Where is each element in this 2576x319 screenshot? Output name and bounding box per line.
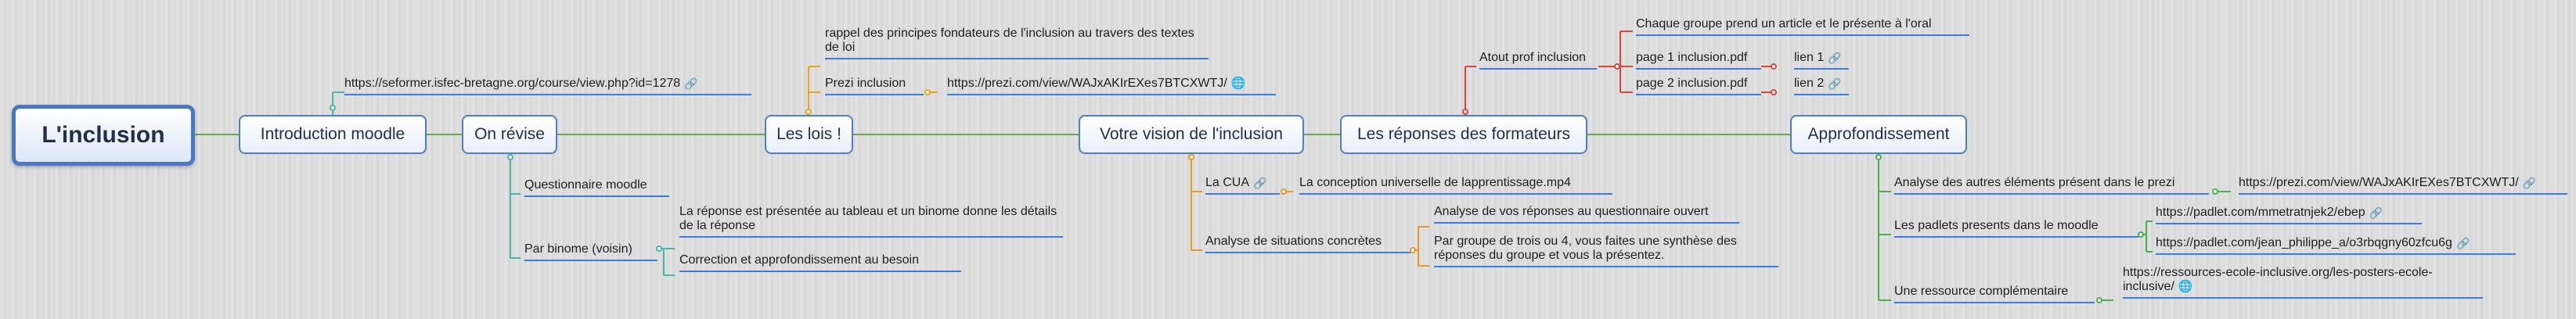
- topic-label: Les lois !: [776, 125, 841, 143]
- expand-dot[interactable]: [2138, 231, 2144, 238]
- vision-groupe[interactable]: Par groupe de trois ou 4, vous faites un…: [1434, 235, 1778, 267]
- expand-dot[interactable]: [2212, 188, 2218, 195]
- central-topic[interactable]: L'inclusion: [12, 105, 195, 166]
- reponses-lien1[interactable]: lien 1🔗: [1794, 51, 1849, 70]
- appro-ressource-url[interactable]: https://ressources-ecole-inclusive.org/l…: [2123, 266, 2483, 299]
- reponses-atout[interactable]: Atout prof inclusion: [1479, 51, 1597, 70]
- appro-padlets[interactable]: Les padlets presents dans le moodle: [1894, 219, 2138, 238]
- expand-dot[interactable]: [507, 154, 513, 160]
- appro-ressource[interactable]: Une ressource complémentaire: [1894, 285, 2095, 303]
- central-topic-label: L'inclusion: [41, 122, 165, 148]
- expand-dot[interactable]: [1771, 63, 1777, 70]
- link-icon[interactable]: 🔗: [1828, 52, 1842, 64]
- expand-dot[interactable]: [805, 109, 812, 115]
- revise-reponse[interactable]: La réponse est présentée au tableau et u…: [679, 205, 1063, 238]
- vision-analyse-situations[interactable]: Analyse de situations concrètes: [1205, 235, 1410, 253]
- appro-analyse[interactable]: Analyse des autres éléments présent dans…: [1894, 176, 2209, 195]
- reponses-page1[interactable]: page 1 inclusion.pdf: [1636, 51, 1761, 70]
- expand-dot[interactable]: [2096, 297, 2102, 303]
- link-icon[interactable]: 🔗: [2522, 177, 2537, 189]
- topic-les-lois[interactable]: Les lois !: [765, 115, 853, 154]
- globe-icon[interactable]: 🌐: [2178, 280, 2193, 293]
- reponses-chaque-groupe[interactable]: Chaque groupe prend un article et le pré…: [1636, 17, 1969, 36]
- topic-label: On révise: [474, 125, 545, 143]
- lois-rappel[interactable]: rappel des principes fondateurs de l'inc…: [825, 27, 1209, 59]
- link-icon[interactable]: 🔗: [684, 77, 698, 90]
- expand-dot[interactable]: [924, 89, 931, 95]
- topic-label: Les réponses des formateurs: [1357, 125, 1570, 143]
- appro-padlet2[interactable]: https://padlet.com/jean_philippe_a/o3rbq…: [2156, 236, 2516, 256]
- link-icon[interactable]: 🔗: [2455, 237, 2470, 249]
- intro-course-link[interactable]: https://seformer.isfec-bretagne.org/cour…: [344, 77, 751, 96]
- revise-binome[interactable]: Par binome (voisin): [524, 242, 658, 261]
- lois-prezi-url[interactable]: https://prezi.com/view/WAJxAKIrEXes7BTCX…: [947, 77, 1276, 96]
- expand-dot[interactable]: [1875, 154, 1882, 160]
- link-icon[interactable]: 🔗: [1828, 77, 1842, 90]
- vision-analyse-reponses[interactable]: Analyse de vos réponses au questionnaire…: [1434, 205, 1739, 224]
- globe-icon[interactable]: 🌐: [1230, 77, 1246, 90]
- expand-dot[interactable]: [1188, 154, 1194, 160]
- expand-dot[interactable]: [1614, 63, 1620, 70]
- link-icon[interactable]: 🔗: [2369, 206, 2383, 219]
- vision-cua[interactable]: La CUA🔗: [1205, 176, 1280, 195]
- expand-dot[interactable]: [1281, 188, 1287, 195]
- appro-analyse-url[interactable]: https://prezi.com/view/WAJxAKIrEXes7BTCX…: [2239, 176, 2567, 195]
- topic-label: Approfondissement: [1807, 125, 1950, 143]
- topic-votre-vision[interactable]: Votre vision de l'inclusion: [1079, 115, 1304, 154]
- revise-questionnaire[interactable]: Questionnaire moodle: [524, 178, 669, 197]
- appro-padlet1[interactable]: https://padlet.com/mmetratnjek2/ebep🔗: [2156, 206, 2422, 225]
- lois-prezi[interactable]: Prezi inclusion: [825, 77, 924, 95]
- vision-cua-file[interactable]: La conception universelle de lapprentiss…: [1299, 176, 1612, 195]
- topic-reponses-formateurs[interactable]: Les réponses des formateurs: [1340, 115, 1587, 154]
- revise-correction[interactable]: Correction et approfondissement au besoi…: [679, 253, 961, 272]
- expand-dot[interactable]: [1771, 89, 1777, 95]
- expand-dot[interactable]: [1462, 109, 1468, 115]
- reponses-lien2[interactable]: lien 2🔗: [1794, 77, 1849, 96]
- reponses-page2[interactable]: page 2 inclusion.pdf: [1636, 77, 1761, 95]
- expand-dot[interactable]: [1410, 247, 1416, 253]
- topic-label: Introduction moodle: [260, 125, 405, 143]
- expand-dot[interactable]: [656, 246, 662, 252]
- topic-label: Votre vision de l'inclusion: [1100, 125, 1283, 143]
- topic-introduction-moodle[interactable]: Introduction moodle: [239, 115, 427, 154]
- link-icon[interactable]: 🔗: [1253, 177, 1267, 189]
- expand-dot[interactable]: [330, 105, 336, 111]
- topic-on-revise[interactable]: On révise: [462, 115, 557, 154]
- topic-approfondissement[interactable]: Approfondissement: [1790, 115, 1967, 154]
